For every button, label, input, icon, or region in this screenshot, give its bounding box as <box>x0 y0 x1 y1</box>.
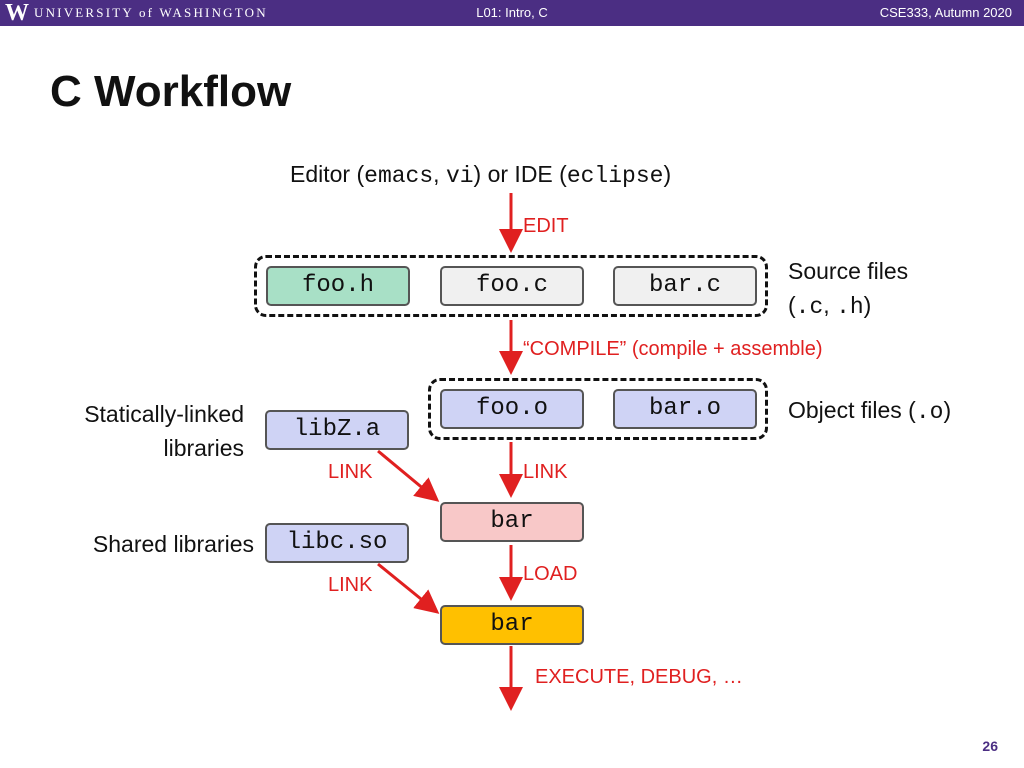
object-caption-ext: .o <box>915 399 944 425</box>
object-file-foo-o: foo.o <box>440 389 584 429</box>
shared-libraries-caption: Shared libraries <box>92 531 254 557</box>
editor-suffix: ) <box>663 161 672 187</box>
ext-sep: , <box>823 292 837 318</box>
editor-line: Editor (emacs, vi) or IDE (eclipse) <box>290 159 671 191</box>
uw-logo-icon: W <box>5 0 29 26</box>
lecture-title: L01: Intro, C <box>476 5 548 20</box>
editor-emacs: emacs <box>364 163 434 189</box>
load-label: LOAD <box>523 563 578 585</box>
source-files-group <box>254 255 768 317</box>
static-libraries-caption-line1: Statically-linked <box>84 401 244 427</box>
ext-h: .h <box>836 294 864 320</box>
object-files-group <box>428 378 768 440</box>
static-lib-libz: libZ.a <box>265 410 409 450</box>
link-label-objects: LINK <box>523 461 568 483</box>
execute-label: EXECUTE, DEBUG, … <box>535 666 743 688</box>
header-bar: W UNIVERSITY of WASHINGTON L01: Intro, C… <box>0 0 1024 26</box>
source-files-caption: Source files <box>788 258 909 284</box>
object-caption-prefix: Object files ( <box>788 397 916 423</box>
compile-label: “COMPILE” (compile + assemble) <box>523 338 823 360</box>
slide-title: C Workflow <box>50 67 292 116</box>
static-libraries-caption-line2: libraries <box>163 435 244 461</box>
ext-open: ( <box>788 292 796 318</box>
link-shared-arrow <box>377 562 440 614</box>
object-caption-suffix: ) <box>943 397 952 423</box>
editor-mid: ) or IDE ( <box>473 161 567 187</box>
shared-lib-libc: libc.so <box>265 523 409 563</box>
object-files-caption: Object files (.o) <box>788 395 951 427</box>
source-files-extensions: (.c, .h) <box>788 290 871 322</box>
source-file-bar-c: bar.c <box>613 266 757 306</box>
course-name: CSE333, Autumn 2020 <box>879 5 1012 20</box>
source-file-foo-h: foo.h <box>266 266 410 306</box>
link-label-static: LINK <box>328 461 373 483</box>
editor-vi: vi <box>445 163 474 189</box>
link-label-shared: LINK <box>328 574 373 596</box>
loaded-bar: bar <box>440 605 584 645</box>
editor-comma: , <box>433 161 446 187</box>
ext-c: .c <box>795 294 824 320</box>
edit-label: EDIT <box>523 215 569 237</box>
link-static-arrow <box>377 449 440 502</box>
source-file-foo-c: foo.c <box>440 266 584 306</box>
executable-bar: bar <box>440 502 584 542</box>
editor-prefix: Editor ( <box>290 161 365 187</box>
page-number: 26 <box>982 738 998 754</box>
university-name: UNIVERSITY of WASHINGTON <box>34 5 268 20</box>
ext-close: ) <box>863 292 872 318</box>
editor-eclipse: eclipse <box>566 163 664 189</box>
object-file-bar-o: bar.o <box>613 389 757 429</box>
